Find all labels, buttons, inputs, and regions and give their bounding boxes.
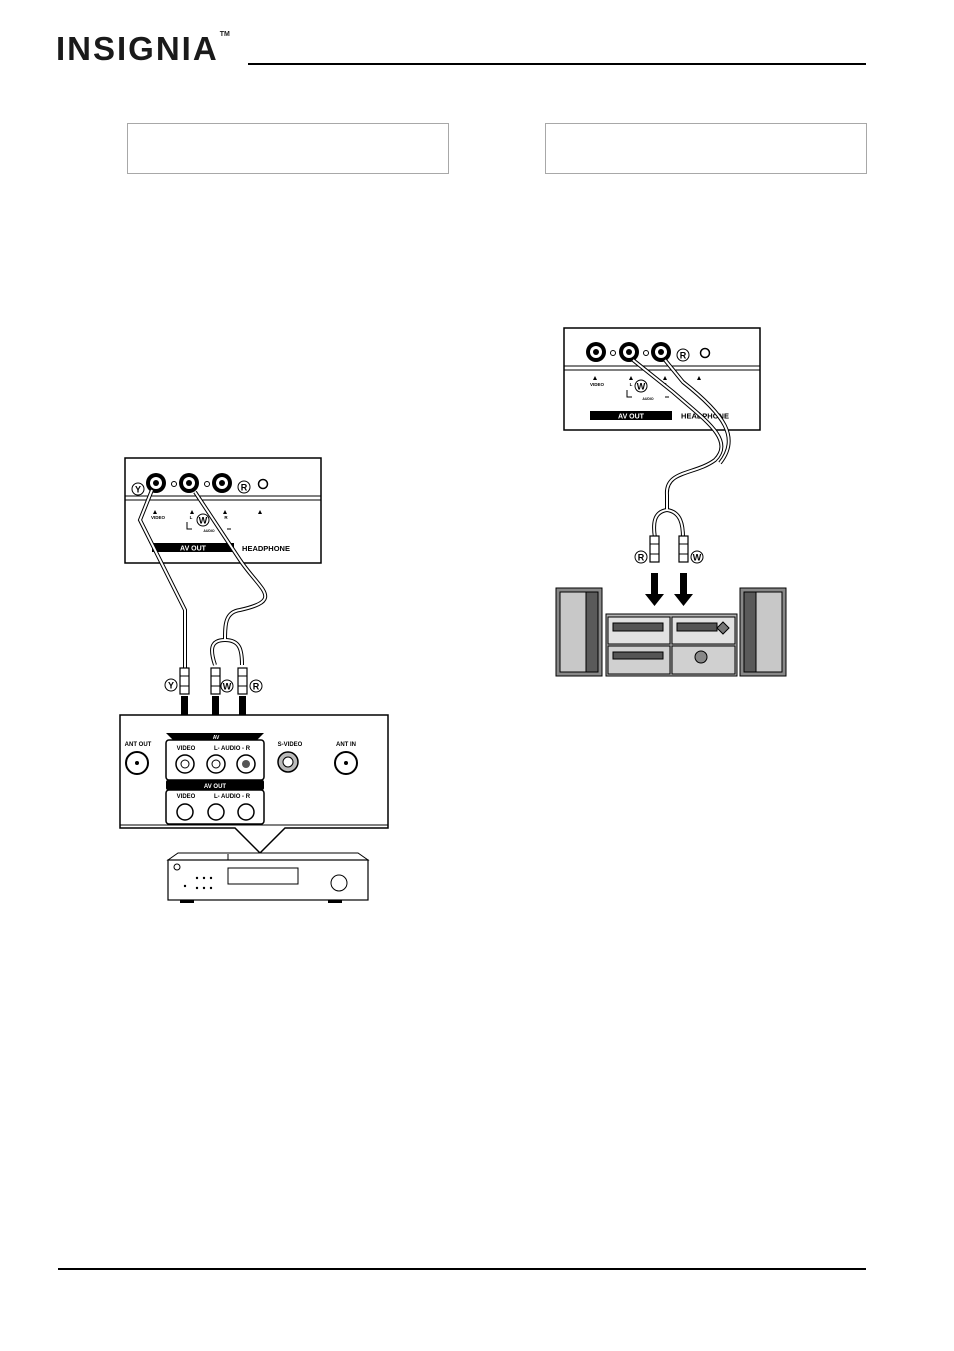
audio-r-jack [212,473,232,493]
r-badge-2: R [676,348,690,362]
connect-arrows-2 [645,573,693,606]
w-badge-2: W [634,379,648,393]
audio-l-jack [179,473,199,493]
plug-r-badge-2: R [634,550,648,564]
w-badge: W [196,513,210,527]
left-speaker [555,587,603,677]
plug-w-badge: W [220,679,234,693]
svg-text:R: R [253,682,260,692]
ant-in-jack [334,751,358,775]
brand-logo: INSIGNIATM [56,30,230,68]
tv-av-out-panel: Y W R VIDEO L R AUDIO AV OUT HEADPHONE [124,457,322,564]
tv-to-vcr-diagram: Y W R VIDEO L R AUDIO AV OUT HEADPHONE Y… [119,457,389,903]
plug-w-badge-2: W [690,550,704,564]
vcr-video-label: VIDEO [177,746,196,752]
vcr-audio-label: L- AUDIO - R [214,746,251,752]
ant-out-jack [125,751,149,775]
left-section-box [127,123,449,174]
tv-av-out-panel-2: R W VIDEO L R AUDIO AV OUT HEADPHONE [563,327,761,431]
video-jack [146,473,166,493]
footer-rule [58,1268,866,1270]
vcr-audio-r-in-jack [236,754,256,774]
audio-l-jack-2 [619,342,639,362]
svg-text:W: W [693,553,702,563]
stereo-system [555,587,787,677]
audio-label: AUDIO [203,529,215,533]
s-video-jack [277,751,299,773]
w-plug-2 [678,535,689,563]
vcr-video-out-label: VIDEO [177,794,196,800]
stereo-unit [605,613,738,677]
headphone-label: HEADPHONE [242,544,290,553]
y-badge: Y [131,482,145,496]
vcr-back-panel: ANT OUT AV VIDEO L- AUDIO - R S-VIDEO AN… [119,714,389,855]
r-badge: R [237,480,251,494]
video-jack-2 [586,342,606,362]
audio-label-2: AUDIO [642,397,654,401]
svg-text:Y: Y [168,681,174,691]
w-plug [210,667,221,695]
video-label-2: VIDEO [590,382,605,387]
ant-out-label: ANT OUT [125,742,152,748]
l-label: L [190,515,193,520]
svg-text:Y: Y [135,485,141,495]
ant-in-label: ANT IN [336,742,356,748]
plug-r-badge: R [249,679,263,693]
audio-r-jack-2 [651,342,671,362]
vcr-video-in-jack [175,754,195,774]
r-plug [237,667,248,695]
right-speaker [739,587,787,677]
svg-text:W: W [637,382,646,392]
r-label: R [224,515,228,520]
svg-text:R: R [638,553,645,563]
vcr-av-out-label: AV OUT [204,784,227,790]
av-out-label: AV OUT [180,546,207,553]
trademark: TM [219,31,230,38]
right-section-box [545,123,867,174]
video-label: VIDEO [151,515,166,520]
av-out-label-2: AV OUT [618,414,645,421]
l-label-2: L [630,382,633,387]
svg-text:W: W [199,516,208,526]
av-label: AV [213,735,220,741]
s-video-label: S-VIDEO [278,742,303,748]
plug-y-badge: Y [164,678,178,692]
svg-text:R: R [680,351,687,361]
headphone-label-2: HEADPHONE [681,412,729,421]
svg-text:W: W [223,682,232,692]
header-rule [248,63,866,65]
r-plug-2 [649,535,660,563]
vcr-unit [166,852,370,903]
vcr-audio-out-label: L- AUDIO - R [214,794,251,800]
tv-to-stereo-diagram: R W VIDEO L R AUDIO AV OUT HEADPHONE R W [555,327,787,677]
svg-text:R: R [241,483,248,493]
vcr-audio-l-in-jack [206,754,226,774]
y-plug [179,667,190,695]
brand-name: INSIGNIA [56,30,219,67]
